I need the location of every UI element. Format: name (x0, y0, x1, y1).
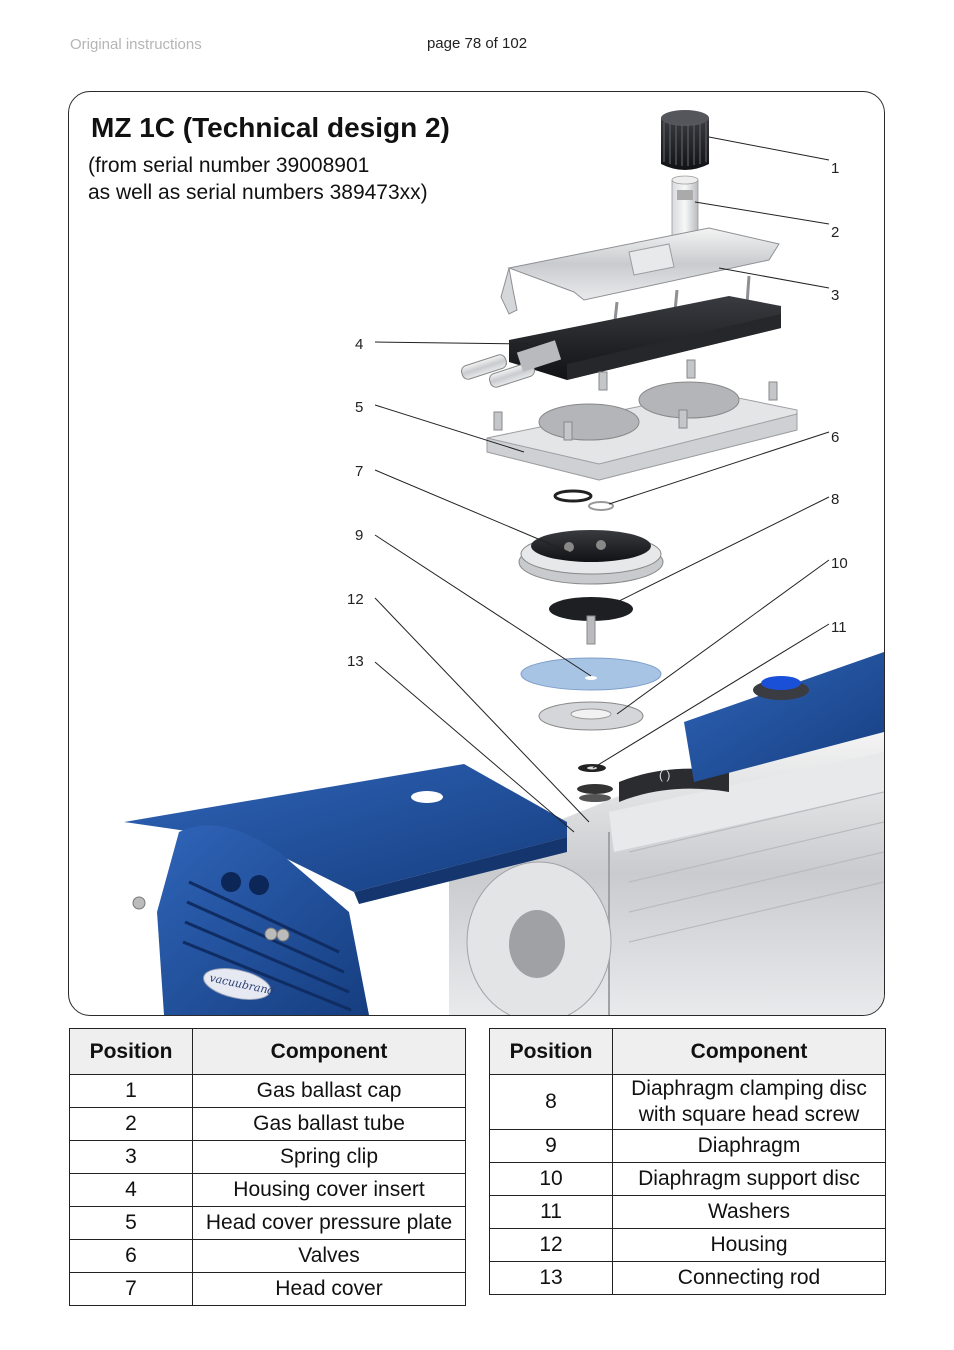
gas-ballast-tube-part (671, 175, 699, 241)
diaphragm-support-disc-part (538, 701, 644, 731)
component-cell: Diaphragm clamping disc with square head… (612, 1074, 886, 1130)
component-cell: Housing (612, 1228, 886, 1262)
position-cell: 12 (489, 1228, 613, 1262)
svg-text:( ): ( ) (659, 768, 670, 782)
position-cell: 2 (69, 1107, 193, 1141)
position-cell: 6 (69, 1239, 193, 1273)
component-cell: Head cover (192, 1272, 466, 1306)
header-doc-label: Original instructions (70, 36, 202, 53)
spring-clip-part (500, 227, 780, 331)
callout-8: 8 (831, 491, 839, 508)
callout-6: 6 (831, 429, 839, 446)
component-line-1: Diaphragm clamping disc (631, 1077, 867, 1100)
gas-ballast-cap-part (661, 110, 709, 170)
parts-table-right: Position Component 8 Diaphragm clamping … (489, 1028, 886, 1295)
callout-13: 13 (347, 653, 364, 670)
exploded-view-figure: ( ) vacuubrand (68, 91, 885, 1016)
component-cell: Valves (192, 1239, 466, 1273)
callout-2: 2 (831, 224, 839, 241)
callout-1: 1 (831, 160, 839, 177)
position-cell: 4 (69, 1173, 193, 1207)
figure-subtitle: (from serial number 39008901 as well as … (88, 152, 428, 206)
callout-4: 4 (355, 336, 363, 353)
callout-3: 3 (831, 287, 839, 304)
table-header-row: Position Component (489, 1028, 886, 1075)
housing-cover-insert-part (461, 296, 781, 388)
callout-7: 7 (355, 463, 363, 480)
column-header-component: Component (612, 1028, 886, 1075)
table-header-row: Position Component (69, 1028, 466, 1075)
callout-10: 10 (831, 555, 848, 572)
component-cell: Housing cover insert (192, 1173, 466, 1207)
position-cell: 1 (69, 1074, 193, 1108)
component-cell: Washers (612, 1195, 886, 1229)
position-cell: 13 (489, 1261, 613, 1295)
component-cell: Connecting rod (612, 1261, 886, 1295)
washer-part (578, 764, 606, 772)
component-line-2: with square head screw (638, 1103, 860, 1126)
callout-9: 9 (355, 527, 363, 544)
subtitle-line-2: as well as serial numbers 389473xx) (88, 181, 428, 204)
component-cell: Diaphragm support disc (612, 1162, 886, 1196)
column-header-component: Component (192, 1028, 466, 1075)
callout-12: 12 (347, 591, 364, 608)
diaphragm-clamping-disc-part (549, 597, 633, 645)
column-header-position: Position (489, 1028, 613, 1075)
position-cell: 10 (489, 1162, 613, 1196)
valves-part (553, 489, 614, 511)
position-cell: 8 (489, 1074, 613, 1130)
component-cell: Gas ballast cap (192, 1074, 466, 1108)
component-cell: Spring clip (192, 1140, 466, 1174)
position-cell: 5 (69, 1206, 193, 1240)
figure-title: MZ 1C (Technical design 2) (91, 112, 450, 143)
callout-5: 5 (355, 399, 363, 416)
head-cover-pressure-plate-part (486, 359, 798, 481)
leader-lines (374, 136, 830, 833)
table-row: 8 Diaphragm clamping disc with square he… (489, 1074, 886, 1130)
subtitle-line-1: (from serial number 39008901 (88, 154, 370, 177)
position-cell: 3 (69, 1140, 193, 1174)
component-cell: Gas ballast tube (192, 1107, 466, 1141)
position-cell: 11 (489, 1195, 613, 1229)
component-cell: Head cover pressure plate (192, 1206, 466, 1240)
pump-body-part: ( ) vacuubrand (124, 652, 884, 1015)
callout-11: 11 (831, 619, 847, 636)
callout-numbers: 1 2 3 4 5 6 7 8 9 10 11 12 13 (347, 160, 848, 670)
diaphragm-part (520, 657, 662, 691)
exploded-view-drawing: ( ) vacuubrand (124, 110, 884, 1015)
head-cover-part (518, 530, 664, 585)
component-cell: Diaphragm (612, 1129, 886, 1163)
position-cell: 9 (489, 1129, 613, 1163)
page-number: page 78 of 102 (426, 35, 528, 52)
position-cell: 7 (69, 1272, 193, 1306)
column-header-position: Position (69, 1028, 193, 1075)
